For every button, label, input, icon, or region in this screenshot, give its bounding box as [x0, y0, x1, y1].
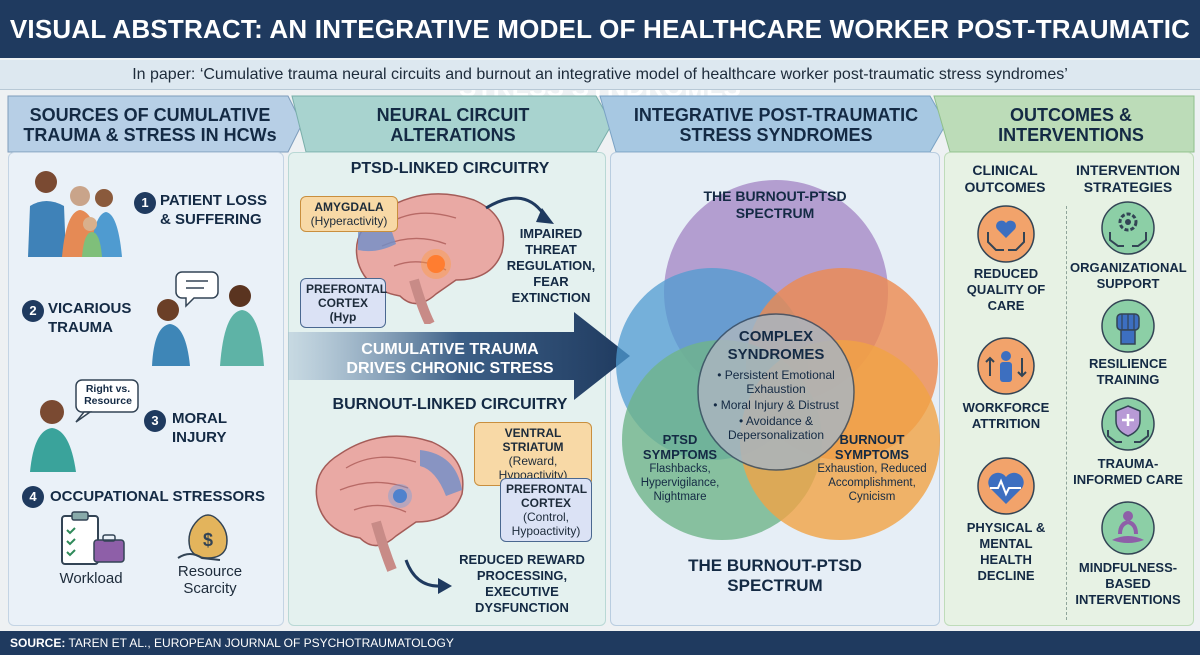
- venn-center-item-1: • Persistent Emotional Exhaustion: [717, 368, 835, 396]
- clipboard-icon: [61, 511, 125, 565]
- venn-burnout-title: BURNOUT SYMPTOMS: [834, 432, 910, 462]
- speech-bubble-text: Right vs. Resource: [84, 383, 132, 407]
- source-label-moral-injury: MORAL INJURY: [172, 410, 227, 446]
- source-number-2: 2: [22, 300, 44, 322]
- column-header-sources: SOURCES OF CUMULATIVE TRAUMA & STRESS IN…: [23, 105, 277, 145]
- column-header-chevrons: [7, 95, 1195, 153]
- venn-ptsd-title: PTSD SYMPTOMS: [642, 432, 718, 462]
- venn-center-content: COMPLEX SYNDROMES • Persistent Emotional…: [704, 328, 848, 442]
- arrow-label-line-2: DRIVES CHRONIC STRESS: [346, 360, 554, 377]
- source-label-occupational-stressors: OCCUPATIONAL STRESSORS: [50, 488, 266, 505]
- venn-ptsd-items: Flashbacks, Hypervigilance, Nightmare: [640, 463, 720, 503]
- vicarious-trauma-illustration: [152, 271, 264, 366]
- venn-top-label: THE BURNOUT-PTSD SPECTRUM: [703, 188, 847, 221]
- intervention-4: MINDFULNESS-BASED INTERVENTIONS: [1075, 560, 1181, 607]
- column-header-integrative: INTEGRATIVE POST-TRAUMATIC STRESS SYNDRO…: [633, 105, 919, 145]
- cumulative-trauma-arrow: [288, 312, 630, 400]
- prefrontal-cortex-2-title: PREFRONTAL CORTEX: [506, 482, 588, 510]
- venn-center-circle: [697, 313, 855, 471]
- intervention-2: RESILIENCE TRAINING: [1088, 356, 1167, 387]
- source-label: SOURCE:: [10, 636, 66, 650]
- patient-family-illustration: [28, 171, 122, 257]
- source-number-4: 4: [22, 486, 44, 508]
- clinical-outcomes-heading: CLINICAL OUTCOMES: [964, 162, 1046, 195]
- shield-hands-icon: [1101, 397, 1155, 451]
- source-text: TAREN ET AL., EUROPEAN JOURNAL OF PSYCHO…: [68, 636, 454, 650]
- ventral-striatum-box: VENTRAL STRIATUM (Reward, Hypoactivity): [474, 422, 592, 486]
- burnout-effect-label: REDUCED REWARD PROCESSING, EXECUTIVE DYS…: [459, 552, 585, 615]
- arrow-label-line-1: CUMULATIVE TRAUMA: [361, 341, 539, 358]
- arrow-label: CUMULATIVE TRAUMA DRIVES CHRONIC STRESS: [330, 340, 570, 378]
- column-header-outcomes: OUTCOMES & INTERVENTIONS: [998, 105, 1144, 145]
- ptsd-effect-label: IMPAIRED THREAT REGULATION, FEAR EXTINCT…: [506, 226, 596, 305]
- venn-diagram: [616, 180, 940, 540]
- source-label-patient-loss: PATIENT LOSS & SUFFERING: [160, 192, 267, 228]
- page-title: VISUAL ABSTRACT: AN INTEGRATIVE MODEL OF…: [0, 0, 1200, 102]
- venn-center-item-3: • Avoidance & Depersonalization: [727, 414, 825, 442]
- intervention-strategies-heading: INTERVENTION STRATEGIES: [1076, 162, 1180, 195]
- source-label-vicarious-trauma: VICARIOUS TRAUMA: [48, 300, 132, 336]
- meditation-icon: [1101, 501, 1155, 555]
- burnout-circuitry-heading: BURNOUT-LINKED CIRCUITRY: [332, 396, 568, 413]
- clinical-outcome-1: REDUCED QUALITY OF CARE: [966, 266, 1046, 313]
- clinical-outcome-2: WORKFORCE ATTRITION: [962, 400, 1050, 431]
- ptsd-circuitry-heading: PTSD-LINKED CIRCUITRY: [350, 160, 550, 177]
- clinical-outcome-3: PHYSICAL & MENTAL HEALTH DECLINE: [966, 520, 1046, 583]
- column-divider: [1066, 206, 1067, 620]
- prefrontal-cortex-box-2: PREFRONTAL CORTEX (Control, Hypoactivity…: [500, 478, 592, 542]
- source-number-3: 3: [144, 410, 166, 432]
- gear-hands-icon: [1101, 201, 1155, 255]
- moral-injury-illustration: [30, 379, 139, 472]
- amygdala-title: AMYGDALA: [314, 200, 384, 214]
- venn-center-item-2: • Moral Injury & Distrust: [713, 398, 839, 412]
- workload-label: Workload: [59, 570, 123, 587]
- venn-burnout-items: Exhaustion, Reduced Accomplishment, Cyni…: [817, 463, 927, 503]
- column-header-neural: NEURAL CIRCUIT ALTERATIONS: [376, 105, 530, 145]
- amygdala-box: AMYGDALA (Hyperactivity): [300, 196, 398, 232]
- intervention-1: ORGANIZATIONAL SUPPORT: [1070, 260, 1187, 291]
- prefrontal-cortex-box-1: PREFRONTAL CORTEX (Hyp: [300, 278, 387, 328]
- source-footer: SOURCE: TAREN ET AL., EUROPEAN JOURNAL O…: [0, 631, 1200, 655]
- ventral-striatum-title: VENTRAL STRIATUM: [502, 426, 564, 454]
- resource-scarcity-label: Resource Scarcity: [177, 563, 243, 597]
- burnout-brain-illustration: [315, 435, 464, 594]
- paper-subtitle: In paper: ‘Cumulative trauma neural circ…: [0, 60, 1200, 90]
- person-arrows-icon: [977, 337, 1035, 395]
- fist-icon: [1101, 299, 1155, 353]
- venn-bottom-label: THE BURNOUT-PTSD SPECTRUM: [688, 556, 862, 595]
- intervention-3: TRAUMA-INFORMED CARE: [1073, 456, 1183, 487]
- hands-heart-icon: [977, 205, 1035, 263]
- svg-text:$: $: [203, 530, 213, 550]
- source-number-1: 1: [134, 192, 156, 214]
- venn-center-title: COMPLEX SYNDROMES: [727, 328, 825, 363]
- amygdala-subtitle: (Hyperactivity): [310, 214, 388, 228]
- heart-pulse-icon: [977, 457, 1035, 515]
- prefrontal-cortex-2-subtitle: (Control, Hypoactivity): [511, 510, 581, 538]
- venn-ptsd-content: PTSD SYMPTOMS Flashbacks, Hypervigilance…: [628, 432, 732, 504]
- money-bag-icon: $: [177, 514, 228, 561]
- venn-burnout-content: BURNOUT SYMPTOMS Exhaustion, Reduced Acc…: [816, 432, 928, 504]
